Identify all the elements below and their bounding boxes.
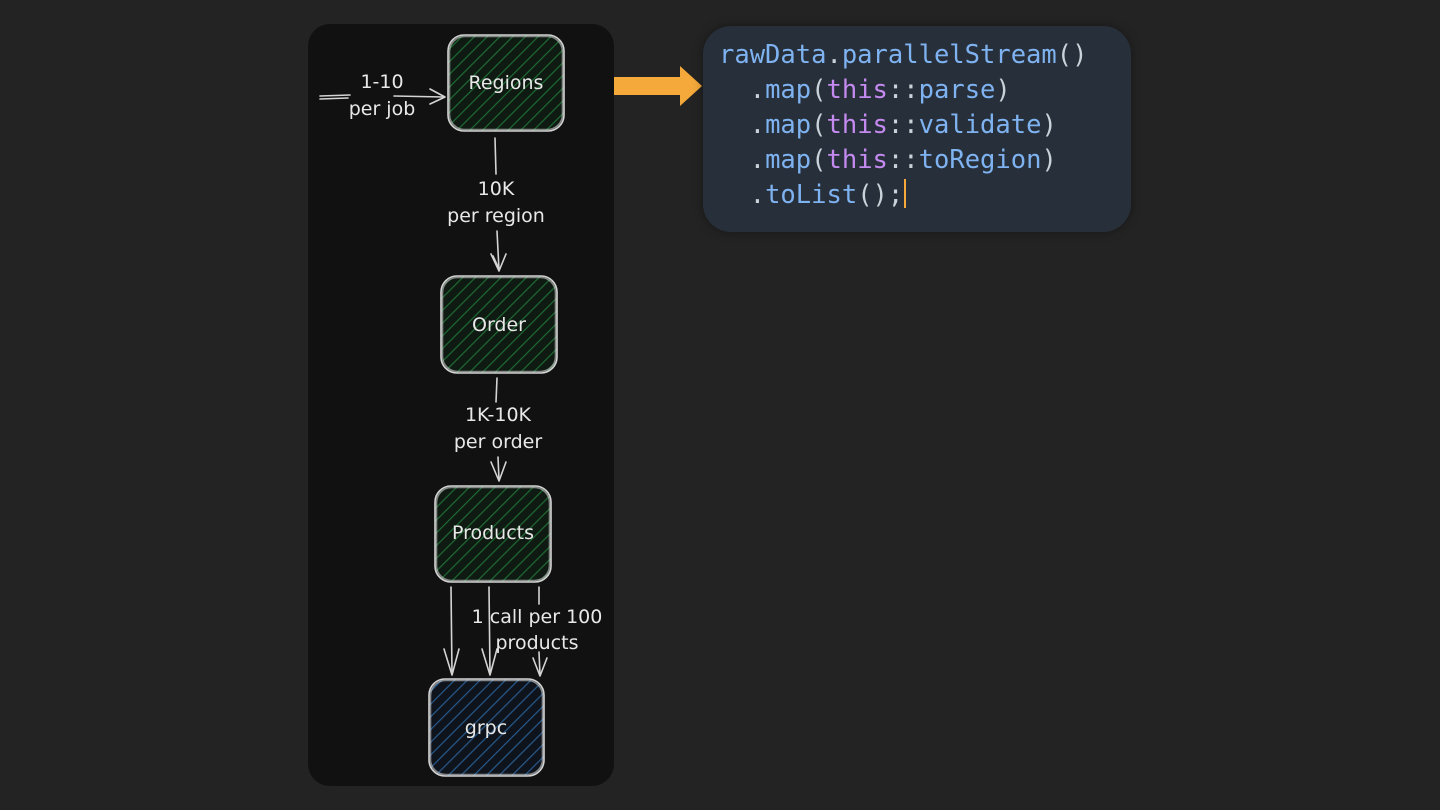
regions-to-order-label-count: 10K	[478, 178, 515, 200]
code-line-5: .toList();	[719, 179, 907, 210]
grpc-node-label: grpc	[465, 717, 507, 739]
input-edge-label-count: 1-10	[360, 71, 403, 93]
code-line-2: .map(this::parse)	[749, 75, 1011, 105]
products-to-grpc-arrows	[443, 586, 548, 677]
products-node	[434, 485, 552, 583]
flow-diagram: 1-10 per job Regions 10K per region Orde…	[319, 34, 603, 777]
regions-node	[447, 34, 565, 132]
order-to-products-label-count: 1K-10K	[465, 404, 532, 426]
regions-node-label: Regions	[469, 72, 544, 94]
code-line-1: rawData.parallelStream()	[719, 40, 1088, 70]
input-arrow	[319, 88, 446, 105]
code-panel: rawData.parallelStream() .map(this::pars…	[703, 26, 1131, 232]
order-to-products-arrow	[490, 377, 507, 482]
code-line-4: .map(this::toRegion)	[749, 145, 1057, 175]
input-edge-label-unit: per job	[349, 98, 416, 120]
order-node-label: Order	[472, 314, 526, 336]
regions-to-order-arrow	[490, 137, 507, 272]
regions-to-order-label-unit: per region	[447, 205, 545, 227]
products-node-label: Products	[452, 522, 534, 544]
products-to-grpc-label-unit: products	[496, 632, 579, 654]
diagram-panel: 1-10 per job Regions 10K per region Orde…	[308, 24, 614, 786]
products-to-grpc-label-rate: 1 call per 100	[472, 606, 603, 628]
code-block: rawData.parallelStream() .map(this::pars…	[719, 38, 1087, 213]
order-to-products-label-unit: per order	[454, 431, 542, 453]
grpc-node	[428, 678, 545, 777]
right-arrow-icon	[614, 66, 702, 106]
text-cursor	[904, 179, 907, 208]
code-line-3: .map(this::validate)	[749, 110, 1057, 140]
order-node	[440, 275, 558, 374]
